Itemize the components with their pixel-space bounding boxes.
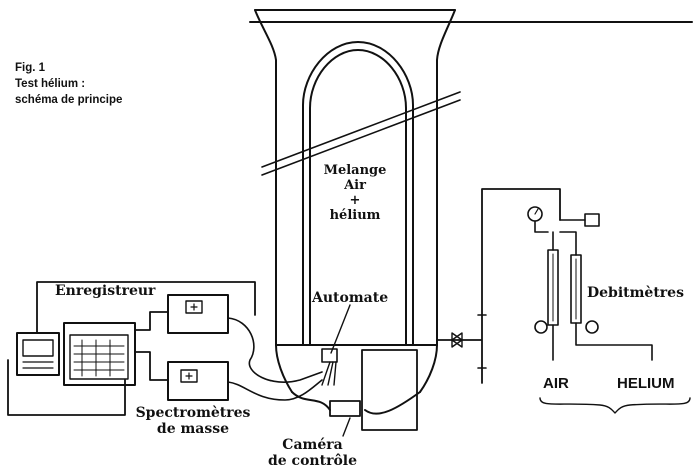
recorder-screen-inner xyxy=(22,339,54,357)
camera-body xyxy=(329,400,361,417)
vessel-bottom-cut xyxy=(291,391,421,415)
valve-helium xyxy=(585,320,599,334)
label-debitmetres: Debitmètres xyxy=(587,285,684,301)
spectrometer-upper-mark xyxy=(190,303,198,311)
spectro-line-1: Spectromètres xyxy=(135,405,251,421)
supply-lines xyxy=(552,322,653,361)
regulator-box xyxy=(584,213,600,227)
automate-probe xyxy=(321,361,337,386)
camera-line-1: Caméra xyxy=(282,437,343,453)
caption-subtitle: schéma de principe xyxy=(15,94,123,106)
inner-chamber-inner xyxy=(309,49,407,346)
melange-line-4: hélium xyxy=(329,208,381,223)
valve-outlet xyxy=(451,332,463,348)
label-air: AIR xyxy=(543,375,569,392)
melange-line-2: Air xyxy=(344,178,366,193)
spectrometer-upper-display xyxy=(185,300,203,314)
automate-box xyxy=(361,349,418,431)
recorder-chart xyxy=(69,334,129,380)
regulator-line xyxy=(534,219,586,233)
spectrometer-lower-mark xyxy=(185,372,193,380)
label-helium: HELIUM xyxy=(617,375,675,392)
wire-spectro-to-automate xyxy=(227,317,323,401)
valve-air xyxy=(534,320,548,334)
figure-caption: Fig. 1 Test hélium : schéma de principe xyxy=(15,60,122,108)
recorder-screen xyxy=(16,332,60,376)
gauge-needle xyxy=(534,208,539,215)
break-line-b xyxy=(261,99,461,176)
spectrometer-lower xyxy=(167,361,229,401)
label-melange: Melange Air + hélium xyxy=(300,163,410,223)
caption-fig-number: Fig. 1 xyxy=(15,62,46,74)
pipe-outlet xyxy=(436,188,561,384)
caption-title: Test hélium : xyxy=(15,78,86,90)
spectrometer-upper xyxy=(167,294,229,334)
label-camera: Caméra de contrôle xyxy=(255,437,370,469)
recorder-chart-traces xyxy=(73,339,125,377)
melange-line-3: + xyxy=(349,193,361,208)
camera-pointer xyxy=(342,417,351,437)
break-line-a xyxy=(261,91,461,168)
melange-line-1: Melange xyxy=(323,163,387,178)
spectrometer-lower-display xyxy=(180,369,198,383)
label-automate: Automate xyxy=(312,290,389,306)
wire-recorder-loop xyxy=(7,281,256,416)
inner-chamber-outer xyxy=(302,41,414,346)
automate-sensor xyxy=(321,348,338,363)
automate-pointer xyxy=(330,304,351,354)
flowmeter-feed xyxy=(552,231,577,256)
camera-line-2: de contrôle xyxy=(267,453,358,469)
supply-brace xyxy=(539,397,691,414)
label-spectrometres: Spectromètres de masse xyxy=(128,405,258,437)
recorder-main xyxy=(63,322,136,386)
spectro-line-2: de masse xyxy=(156,421,230,437)
vessel-shell xyxy=(254,9,456,393)
label-enregistreur: Enregistreur xyxy=(55,283,156,299)
pipe-valve-markers xyxy=(477,314,487,369)
recorder-keys xyxy=(22,361,54,369)
wire-recorder-to-spectro xyxy=(134,311,169,381)
